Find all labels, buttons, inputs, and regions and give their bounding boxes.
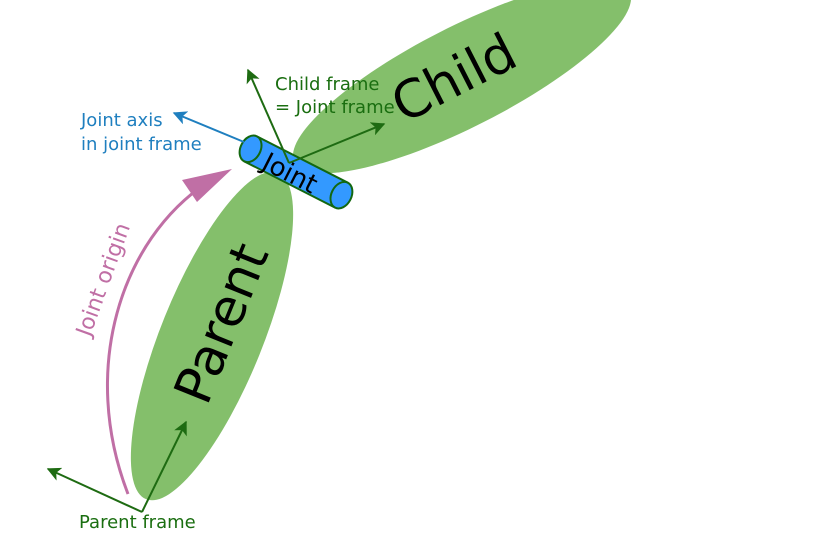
parent-frame-axes xyxy=(46,420,187,513)
joint-origin-label: Joint origin xyxy=(71,220,136,342)
child-frame-label-line1: Child frame xyxy=(275,74,380,95)
joint-axis-label-line1: Joint axis xyxy=(80,110,163,131)
joint-origin-arrowhead xyxy=(182,169,232,202)
parent-frame-label: Parent frame xyxy=(79,512,196,533)
joint-origin-arrow xyxy=(105,180,209,495)
joint-axis-label-line2: in joint frame xyxy=(81,134,202,155)
child-frame-label-line2: = Joint frame xyxy=(275,97,395,118)
joint-axis-arrow xyxy=(172,111,245,143)
parent-link xyxy=(130,171,294,501)
child-frame-axes xyxy=(246,68,386,164)
joint-cylinder xyxy=(238,134,354,210)
